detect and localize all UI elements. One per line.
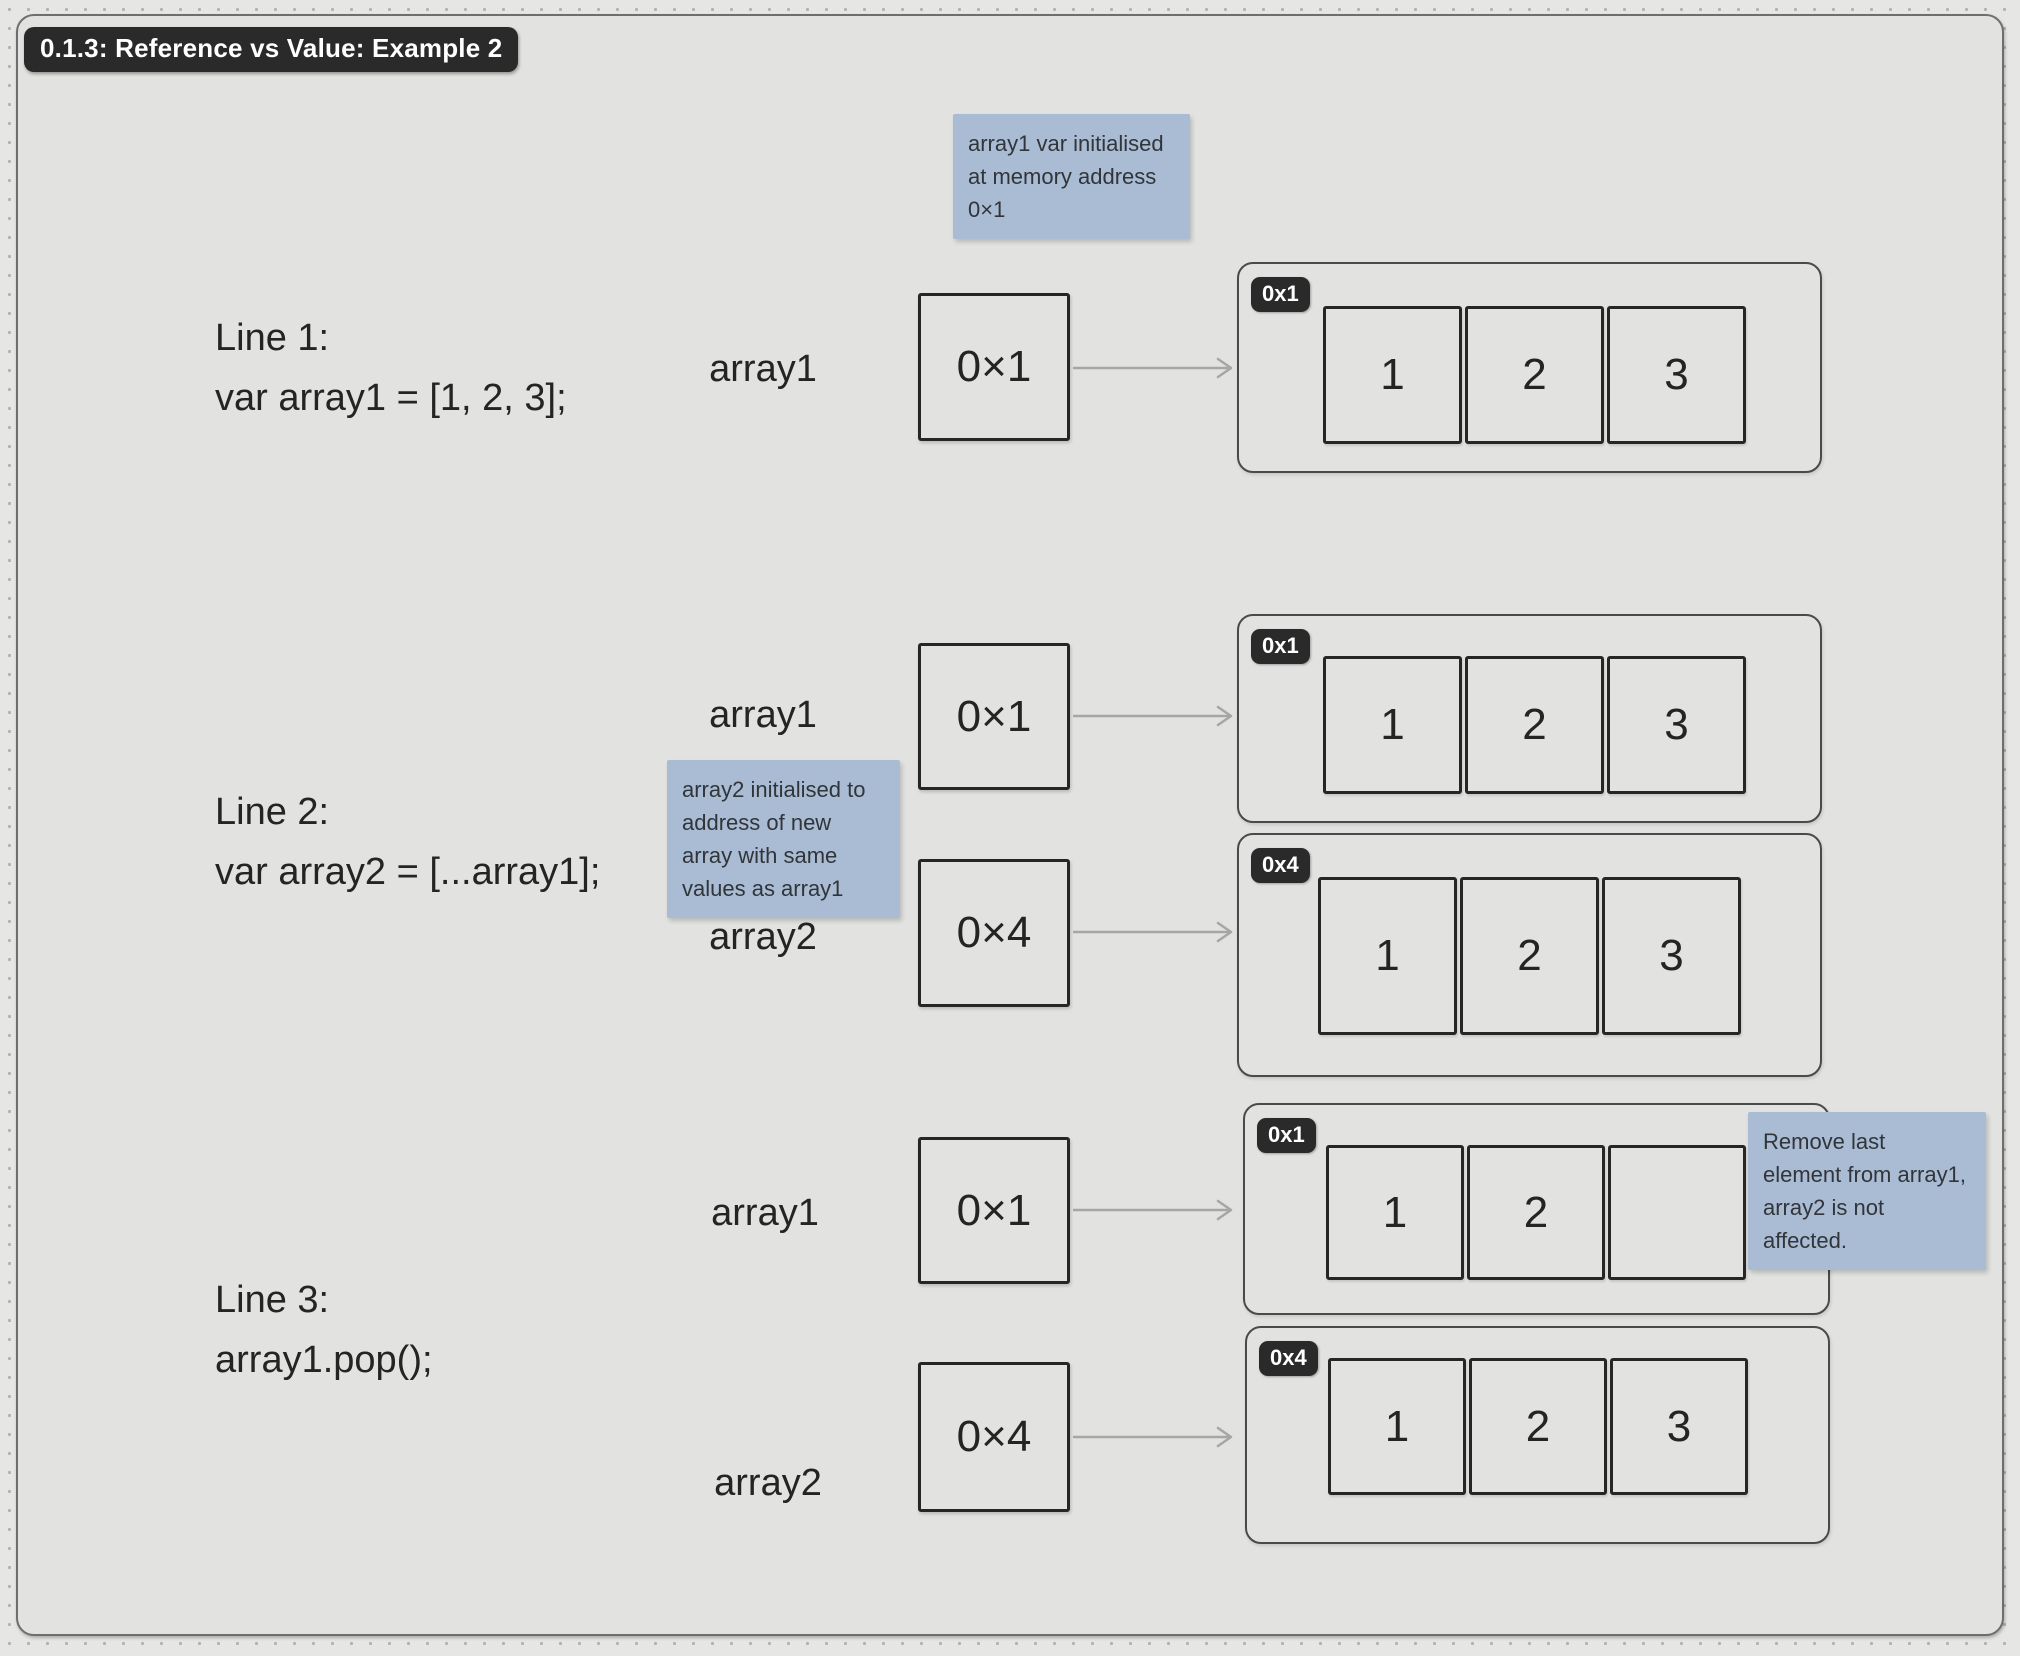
pointer-arrow: [1073, 921, 1233, 943]
array-cells: 1 2 3: [1328, 1358, 1748, 1495]
note[interactable]: Remove last element from array1, array2 …: [1748, 1112, 1986, 1270]
array-cell-value: 3: [1664, 700, 1689, 749]
pointer-value: 0×1: [956, 342, 1032, 391]
memory-address-badge[interactable]: 0x1: [1251, 277, 1310, 312]
array-cell[interactable]: 1: [1323, 306, 1462, 444]
array-cell-value: 1: [1380, 350, 1405, 399]
note-line: array2 initialised to: [682, 777, 866, 802]
memory-address-badge[interactable]: 0x1: [1257, 1118, 1316, 1153]
array-cell[interactable]: 1: [1318, 877, 1457, 1035]
note-line: array with same: [682, 843, 838, 868]
pointer-value: 0×4: [956, 908, 1032, 957]
note[interactable]: array2 initialised to address of new arr…: [667, 760, 900, 918]
code-line: Line 2:: [215, 791, 330, 833]
note-line: 0×1: [968, 197, 1006, 222]
array-cell[interactable]: 3: [1607, 656, 1746, 794]
variable-label[interactable]: array1: [711, 1192, 819, 1234]
memory-region[interactable]: 0x4 1 2 3: [1245, 1326, 1830, 1544]
variable-label[interactable]: array2: [714, 1462, 822, 1504]
note-line: Remove last: [1763, 1129, 1886, 1154]
array-cell-value: 1: [1380, 700, 1405, 749]
array-cell[interactable]: 2: [1465, 306, 1604, 444]
memory-region[interactable]: 0x1 1 2: [1243, 1103, 1830, 1315]
note-line: element from array1,: [1763, 1162, 1966, 1187]
array-cell-value: 1: [1375, 931, 1400, 980]
memory-address-badge[interactable]: 0x4: [1259, 1341, 1318, 1376]
code-line: var array1 = [1, 2, 3];: [215, 377, 567, 419]
note-line: values as array1: [682, 876, 844, 901]
pointer-box[interactable]: 0×1: [918, 293, 1070, 441]
array-cell-value: 2: [1523, 1187, 1549, 1237]
note-line: affected.: [1763, 1228, 1847, 1253]
array-cells: 1 2: [1326, 1145, 1746, 1280]
pointer-arrow: [1073, 705, 1233, 727]
pointer-box[interactable]: 0×1: [918, 1137, 1070, 1284]
array-cell-value: 3: [1666, 1401, 1692, 1451]
array-cell[interactable]: 2: [1465, 656, 1604, 794]
pointer-box[interactable]: 0×1: [918, 643, 1070, 790]
memory-address-badge[interactable]: 0x1: [1251, 629, 1310, 664]
pointer-arrow: [1073, 1199, 1233, 1221]
pointer-value: 0×1: [956, 691, 1032, 741]
code-line: array1.pop();: [215, 1339, 433, 1381]
array-cell[interactable]: 2: [1467, 1145, 1605, 1280]
memory-region[interactable]: 0x1 1 2 3: [1237, 614, 1822, 823]
pointer-arrow: [1073, 1426, 1233, 1448]
array-cell[interactable]: 1: [1323, 656, 1462, 794]
array-cell[interactable]: 1: [1328, 1358, 1466, 1495]
array-cell[interactable]: 1: [1326, 1145, 1464, 1280]
array-cell[interactable]: 3: [1602, 877, 1741, 1035]
array-cell[interactable]: 3: [1610, 1358, 1748, 1495]
array-cell[interactable]: [1608, 1145, 1746, 1280]
pointer-box[interactable]: 0×4: [918, 859, 1070, 1007]
array-cells: 1 2 3: [1318, 877, 1741, 1035]
code-line: Line 3:: [215, 1279, 330, 1321]
pointer-box[interactable]: 0×4: [918, 1362, 1070, 1512]
note-line: array1 var initialised: [968, 131, 1164, 156]
array-cell[interactable]: 2: [1460, 877, 1599, 1035]
array-cell-value: 1: [1382, 1187, 1408, 1237]
array-cell-value: 2: [1517, 931, 1542, 980]
pointer-value: 0×4: [956, 1412, 1032, 1461]
code-block[interactable]: Line 3: array1.pop();: [215, 1270, 433, 1390]
array-cell[interactable]: 2: [1469, 1358, 1607, 1495]
memory-region[interactable]: 0x4 1 2 3: [1237, 833, 1822, 1077]
note-line: array2 is not: [1763, 1195, 1885, 1220]
array-cells: 1 2 3: [1323, 656, 1746, 794]
array-cells: 1 2 3: [1323, 306, 1746, 444]
code-line: var array2 = [...array1];: [215, 851, 601, 893]
variable-label[interactable]: array2: [709, 916, 817, 958]
memory-address-badge[interactable]: 0x4: [1251, 848, 1310, 883]
array-cell[interactable]: 3: [1607, 306, 1746, 444]
array-cell-value: 2: [1522, 700, 1547, 749]
note-line: at memory address: [968, 164, 1157, 189]
variable-label[interactable]: array1: [709, 694, 817, 736]
array-cell-value: 2: [1525, 1401, 1551, 1451]
array-cell-value: 3: [1659, 931, 1684, 980]
array-cell-value: 2: [1522, 350, 1547, 399]
note[interactable]: array1 var initialised at memory address…: [953, 114, 1190, 239]
code-block[interactable]: Line 2: var array2 = [...array1];: [215, 782, 600, 902]
pointer-value: 0×1: [956, 1185, 1032, 1235]
array-cell-value: 1: [1384, 1401, 1410, 1451]
pointer-arrow: [1073, 357, 1233, 379]
title-badge[interactable]: 0.1.3: Reference vs Value: Example 2: [24, 27, 519, 72]
code-line: Line 1:: [215, 317, 330, 359]
memory-region[interactable]: 0x1 1 2 3: [1237, 262, 1822, 473]
array-cell-value: 3: [1664, 350, 1689, 399]
code-block[interactable]: Line 1: var array1 = [1, 2, 3];: [215, 308, 567, 428]
variable-label[interactable]: array1: [709, 348, 817, 390]
note-line: address of new: [682, 810, 832, 835]
